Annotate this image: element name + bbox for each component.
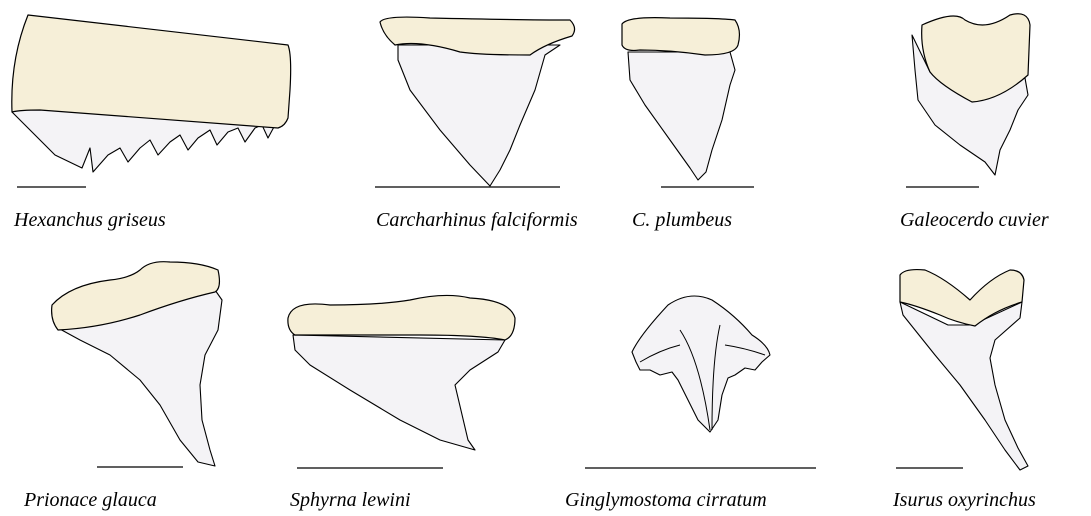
tooth-root: [12, 15, 291, 128]
tooth-ginglymostoma-cirratum: [585, 296, 816, 468]
tooth-hexanchus-griseus: [12, 15, 291, 187]
tooth-root: [288, 295, 515, 340]
caption-galeocerdo-cuvier: Galeocerdo cuvier: [900, 210, 1049, 230]
caption-carcharhinus-falciformis: Carcharhinus falciformis: [376, 210, 578, 230]
tooth-crown: [398, 45, 560, 186]
caption-ginglymostoma-cirratum: Ginglymostoma cirratum: [565, 490, 767, 510]
tooth-crown: [293, 335, 505, 450]
tooth-root: [622, 18, 739, 55]
tooth-crown: [632, 296, 770, 432]
caption-c-plumbeus: C. plumbeus: [632, 210, 732, 230]
tooth-isurus-oxyrinchus: [896, 270, 1028, 470]
tooth-carcharhinus-falciformis: [375, 17, 575, 187]
caption-sphyrna-lewini: Sphyrna lewini: [290, 490, 411, 510]
caption-hexanchus-griseus: Hexanchus griseus: [14, 210, 166, 230]
caption-isurus-oxyrinchus: Isurus oxyrinchus: [893, 490, 1036, 510]
tooth-crown: [900, 302, 1028, 470]
tooth-crown: [628, 52, 735, 180]
tooth-galeocerdo-cuvier: [906, 14, 1030, 187]
caption-prionace-glauca: Prionace glauca: [24, 490, 157, 510]
tooth-c-plumbeus: [622, 18, 754, 187]
tooth-prionace-glauca: [52, 262, 222, 467]
tooth-sphyrna-lewini: [288, 295, 515, 468]
